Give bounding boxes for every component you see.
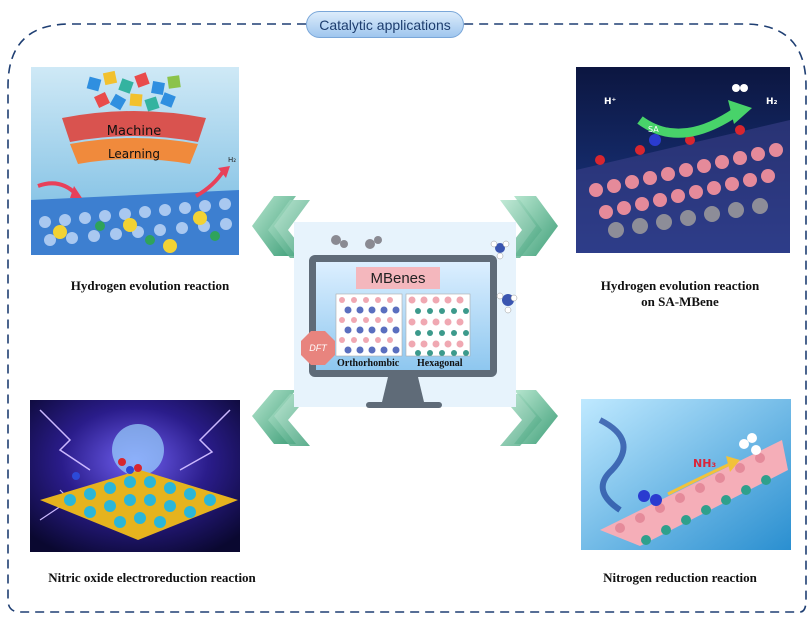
panel-hydrogen-evolution-sa-mbene: H⁺ H₂ SA — [576, 67, 790, 253]
caption-nitrogen-reduction: Nitrogen reduction reaction — [603, 570, 757, 585]
arrow-to-bottom-left — [252, 390, 310, 446]
banner-learning — [70, 138, 198, 164]
caption-her-sa-mbene-line2: on SA-MBene — [641, 294, 719, 309]
banner-machine-text: Machine — [107, 124, 161, 139]
banner-machine — [62, 111, 206, 142]
caption-nitric-oxide: Nitric oxide electroreduction reaction — [48, 570, 256, 585]
dft-badge-shape — [301, 331, 335, 365]
arrow-to-top-right — [500, 196, 558, 258]
sa-label: SA — [648, 125, 659, 134]
nh3-label: NH₃ — [693, 457, 716, 470]
h2-label-tr: H₂ — [766, 97, 778, 107]
arrow-to-top-left — [252, 196, 310, 258]
hexagonal-label: Hexagonal — [417, 358, 463, 369]
dft-badge: DFT — [309, 343, 327, 353]
dashed-frame — [7, 23, 807, 613]
arrow-to-bottom-right — [500, 390, 558, 446]
title-badge: Catalytic applications — [306, 11, 464, 38]
caption-hydrogen-evolution: Hydrogen evolution reaction — [70, 278, 230, 293]
h-plus-label: H⁺ — [604, 97, 617, 107]
h2-label-tl: H₂ — [228, 156, 236, 164]
panel-nitric-oxide-electroreduction — [30, 400, 240, 552]
caption-her-sa-mbene-line1: Hydrogen evolution reaction — [600, 278, 760, 293]
mbenes-title: MBenes — [356, 267, 440, 289]
center-monitor — [294, 222, 518, 408]
orthorhombic-label: Orthorhombic — [337, 358, 400, 369]
panel-nitrogen-reduction: NH₃ — [581, 399, 791, 550]
banner-learning-text: Learning — [108, 147, 160, 161]
panel-hydrogen-evolution-ml: Machine Learning H₂ — [31, 67, 239, 255]
